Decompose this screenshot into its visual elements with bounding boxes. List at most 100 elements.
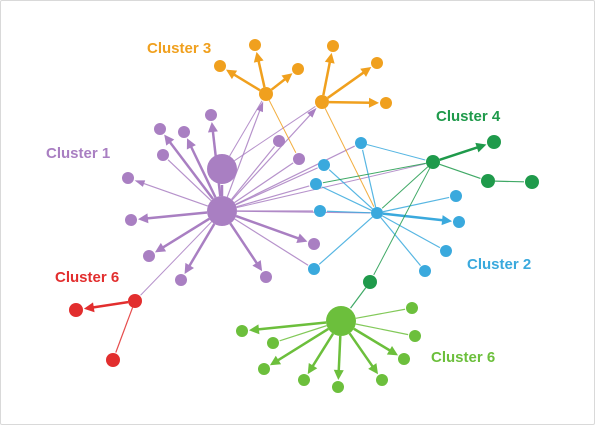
node-p1 — [154, 123, 166, 135]
node-o4 — [327, 40, 339, 52]
node-p11 — [273, 135, 285, 147]
cluster-6-green-label: Cluster 6 — [431, 349, 495, 366]
arrowhead-l_hub-l3 — [307, 362, 318, 375]
edge-l_hub-l3 — [310, 333, 335, 368]
edge-b_hub-b3 — [322, 186, 372, 211]
node-o6 — [380, 97, 392, 109]
edge-l_hub-l2 — [276, 327, 329, 363]
node-g4 — [363, 275, 377, 289]
node-r_hub — [128, 294, 142, 308]
edge-g2-g3 — [494, 180, 525, 183]
node-o2 — [249, 39, 261, 51]
edge-p_hub-p11 — [231, 146, 276, 200]
node-l2 — [258, 363, 270, 375]
node-o_h1 — [259, 87, 273, 101]
node-b9 — [419, 265, 431, 277]
node-l9 — [267, 337, 279, 349]
edge-p_hub-p6 — [145, 211, 208, 220]
edge-l_hub-l5 — [348, 332, 375, 369]
cluster-2-label: Cluster 2 — [467, 256, 531, 273]
edge-p_hub-b_hub — [236, 210, 371, 214]
node-l1 — [236, 325, 248, 337]
arrowhead-r_hub-r1 — [83, 302, 95, 313]
arrowhead-p_hub-p7 — [154, 242, 167, 253]
node-g1 — [487, 135, 501, 149]
node-b2 — [318, 159, 330, 171]
edge-p_hub-b2 — [235, 167, 318, 206]
node-p_big — [207, 154, 237, 184]
node-r1 — [69, 303, 83, 317]
arrowhead-p_hub-p6 — [137, 213, 149, 224]
node-g2 — [481, 174, 495, 188]
edge-o_h2-o5 — [326, 70, 366, 99]
arrowhead-l_hub-l5 — [368, 363, 379, 375]
edge-b1-g_hub — [366, 144, 426, 161]
arrowhead-l_hub-l4 — [333, 369, 344, 381]
edge-p_hub-p9 — [229, 222, 259, 266]
edge-p_hub-g_hub — [236, 163, 426, 209]
node-p8 — [175, 274, 187, 286]
edge-b_hub-b2 — [328, 169, 373, 210]
node-p9 — [260, 271, 272, 283]
edge-o_h2-o6 — [328, 100, 372, 105]
edge-p_hub-r_hub — [140, 221, 212, 296]
edge-b_hub-b5 — [318, 216, 373, 265]
node-b8 — [440, 245, 452, 257]
node-b1 — [355, 137, 367, 149]
edge-o_h1-o2 — [257, 59, 266, 88]
arrowhead-p_hub-p2 — [186, 138, 196, 150]
edge-o_h2-o4 — [322, 60, 332, 96]
arrowhead-g_hub-g1 — [475, 142, 487, 153]
node-r2 — [106, 353, 120, 367]
edge-o_h1-p12 — [268, 100, 297, 153]
edge-b_hub-b4 — [326, 210, 372, 214]
edge-g4-l_hub — [350, 287, 367, 309]
cluster-1-label: Cluster 1 — [46, 145, 110, 162]
node-l3 — [298, 374, 310, 386]
edge-l_hub-l6 — [353, 327, 392, 353]
edge-p_hub-o_h2 — [231, 113, 312, 201]
arrowhead-l_hub-l2 — [269, 355, 282, 366]
arrowhead-l_hub-l6 — [386, 345, 399, 356]
edge-p_hub-p4 — [167, 159, 212, 202]
arrowhead-o_h2-o4 — [324, 52, 335, 64]
edge-p_hub-p1 — [168, 140, 214, 200]
arrowhead-p_hub-p10 — [296, 233, 308, 243]
arrowhead-p_hub-p3 — [207, 121, 218, 133]
node-p7 — [143, 250, 155, 262]
arrowhead-p_hub-p1 — [164, 134, 175, 146]
edges-layer — [83, 51, 525, 381]
node-g_hub — [426, 155, 440, 169]
node-o3 — [292, 63, 304, 75]
edge-g_hub-b_hub — [381, 166, 429, 209]
node-g3 — [525, 175, 539, 189]
edge-b_hub-b6 — [382, 196, 450, 213]
edge-p_hub-p7 — [161, 217, 210, 250]
edge-o_h1-o3 — [270, 77, 287, 91]
node-p4 — [157, 149, 169, 161]
edge-o_h2-b_hub — [324, 108, 375, 207]
arrowhead-o_h2-o6 — [368, 97, 380, 108]
edge-p_hub-b1 — [235, 145, 355, 205]
edge-o_h1-o1 — [232, 72, 261, 92]
nodes-layer — [69, 39, 539, 393]
node-p10 — [308, 238, 320, 250]
cluster-4-label: Cluster 4 — [436, 108, 501, 125]
arrowhead-o_h2-o5 — [360, 67, 372, 77]
node-o5 — [371, 57, 383, 69]
edge-p_hub-p2 — [189, 144, 217, 199]
labels-layer: Cluster 1 Cluster 2 Cluster 3 Cluster 4 … — [46, 40, 531, 366]
edge-p_big-o_h1 — [229, 100, 263, 157]
node-l7 — [409, 330, 421, 342]
edge-r_hub-r2 — [115, 307, 134, 353]
edge-l_hub-l8 — [355, 308, 406, 319]
arrowhead-p_hub-p8 — [184, 262, 194, 274]
node-b5 — [308, 263, 320, 275]
node-b6 — [450, 190, 462, 202]
node-p6 — [125, 214, 137, 226]
arrowhead-o_h1-o3 — [281, 73, 293, 84]
node-l_hub — [326, 306, 356, 336]
node-p12 — [293, 153, 305, 165]
edge-p_hub-o_h1 — [226, 108, 261, 198]
